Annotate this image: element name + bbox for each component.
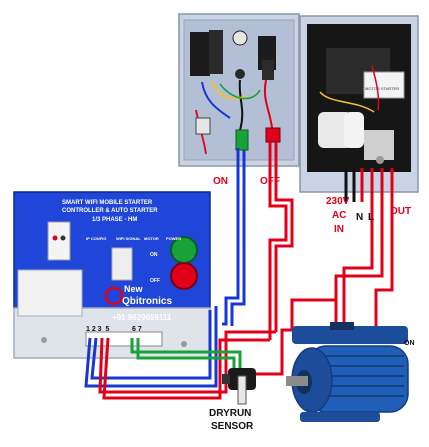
- motor: [286, 322, 409, 422]
- brand-name: Qbitronics: [122, 296, 172, 307]
- on-circuit-wires: [84, 148, 246, 388]
- supply-voltage-label: 230V: [326, 196, 350, 207]
- off-circuit-wires: [98, 142, 394, 400]
- supply-in-label: IN: [334, 224, 344, 235]
- on-label: ON: [213, 176, 228, 187]
- sensor-label: SENSOR: [211, 421, 254, 432]
- brand-phone: +91 9629659111: [112, 313, 172, 322]
- controller-text: SMART WIFI MOBILE STARTER CONTROLLER & A…: [62, 200, 181, 333]
- controller-off-label: OFF: [150, 278, 160, 284]
- controller-title-1: SMART WIFI MOBILE STARTER: [62, 200, 153, 206]
- indicator-label-4: POWER: [166, 236, 181, 241]
- terminal-numbers-right: 6 7: [132, 326, 142, 333]
- dryrun-sensor: [222, 368, 256, 405]
- controller-title-2: CONTROLLER & AUTO STARTER: [62, 208, 158, 214]
- controller-off-button: [170, 262, 198, 290]
- indicator-label-3: MOTOR: [144, 236, 159, 241]
- indicator-label-2: WIFI SIGNAL: [116, 236, 141, 241]
- supply-type-label: AC: [332, 210, 347, 221]
- terminal-numbers-left: 1 2 3 5: [86, 326, 109, 333]
- brand-logo-icon: [104, 286, 124, 306]
- line-label: L: [368, 212, 375, 223]
- indicator-label-1: IP CONFIG: [86, 236, 106, 241]
- starter-panel: MOTOR STARTER: [178, 13, 419, 193]
- supply-wires: [344, 168, 356, 202]
- motor-on-label: ON: [404, 340, 415, 347]
- dryrun-label: DRYRUN: [209, 408, 252, 419]
- controller-on-label: ON: [150, 252, 158, 258]
- off-label: OFF: [260, 176, 280, 187]
- controller-title-3: 1/3 PHASE - HM: [92, 217, 137, 223]
- brand-new: New: [124, 284, 144, 294]
- contactor-label: MOTOR STARTER: [365, 86, 399, 91]
- neutral-label: N: [356, 212, 364, 223]
- out-label: OUT: [390, 206, 412, 217]
- sensor-wires: [130, 338, 242, 372]
